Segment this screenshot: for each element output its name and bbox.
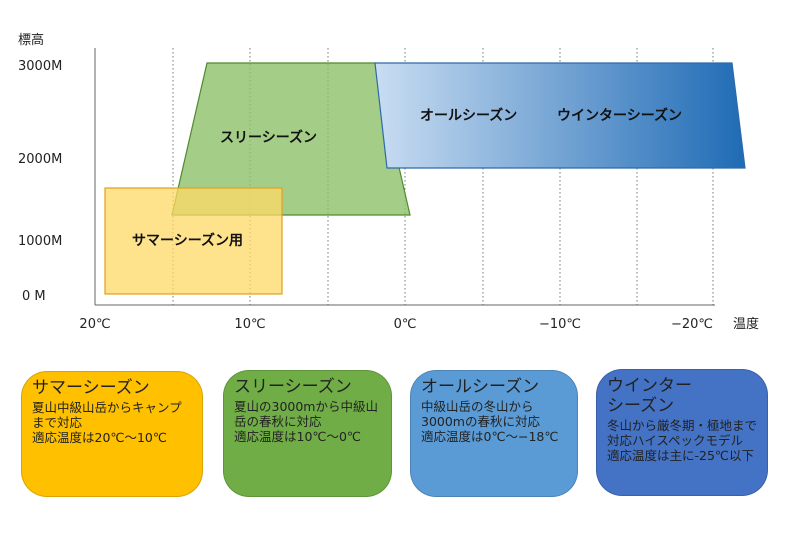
- x-tick: −20℃: [671, 317, 713, 332]
- y-tick: 3000M: [18, 59, 62, 74]
- card-title: スリーシーズン: [234, 377, 352, 397]
- summer-region: [104, 187, 283, 295]
- y-tick: 0 M: [22, 289, 46, 304]
- y-tick: 2000M: [18, 152, 62, 167]
- card-desc: 夏山中級山岳からキャンプまで対応 適応温度は20℃〜10℃: [32, 400, 182, 445]
- winter-label: ウインターシーズン: [557, 107, 682, 124]
- three-season-label: スリーシーズン: [220, 129, 317, 146]
- all-season-label: オールシーズン: [420, 107, 517, 124]
- card-desc: 夏山の3000mから中級山岳の春秋に対応 適応温度は10℃〜0℃: [234, 399, 378, 444]
- card-winter: ウインター シーズン 冬山から厳冬期・極地まで対応ハイスペックモデル 適応温度は…: [596, 369, 768, 496]
- card-title: サマーシーズン: [32, 378, 150, 398]
- card-desc: 中級山岳の冬山から3000mの春秋に対応 適応温度は0℃〜−18℃: [421, 399, 559, 444]
- x-tick: 10℃: [234, 317, 265, 332]
- x-tick: −10℃: [539, 317, 581, 332]
- y-axis-label: 標高: [18, 32, 44, 48]
- summer-label: サマーシーズン用: [132, 232, 243, 249]
- all-winter-region: [374, 62, 746, 169]
- card-summer: サマーシーズン 夏山中級山岳からキャンプまで対応 適応温度は20℃〜10℃: [21, 371, 203, 497]
- y-tick: 1000M: [18, 234, 62, 249]
- card-title: オールシーズン: [421, 377, 540, 397]
- three-season-region: [171, 62, 411, 216]
- card-title: ウインター シーズン: [607, 376, 692, 416]
- x-axis-label: 温度: [733, 316, 759, 332]
- x-tick: 20℃: [79, 317, 110, 332]
- card-three-season: スリーシーズン 夏山の3000mから中級山岳の春秋に対応 適応温度は10℃〜0℃: [223, 370, 392, 497]
- x-tick: 0℃: [394, 317, 417, 332]
- card-desc: 冬山から厳冬期・極地まで対応ハイスペックモデル 適応温度は主に-25℃以下: [607, 418, 758, 463]
- card-all-season: オールシーズン 中級山岳の冬山から3000mの春秋に対応 適応温度は0℃〜−18…: [410, 370, 578, 497]
